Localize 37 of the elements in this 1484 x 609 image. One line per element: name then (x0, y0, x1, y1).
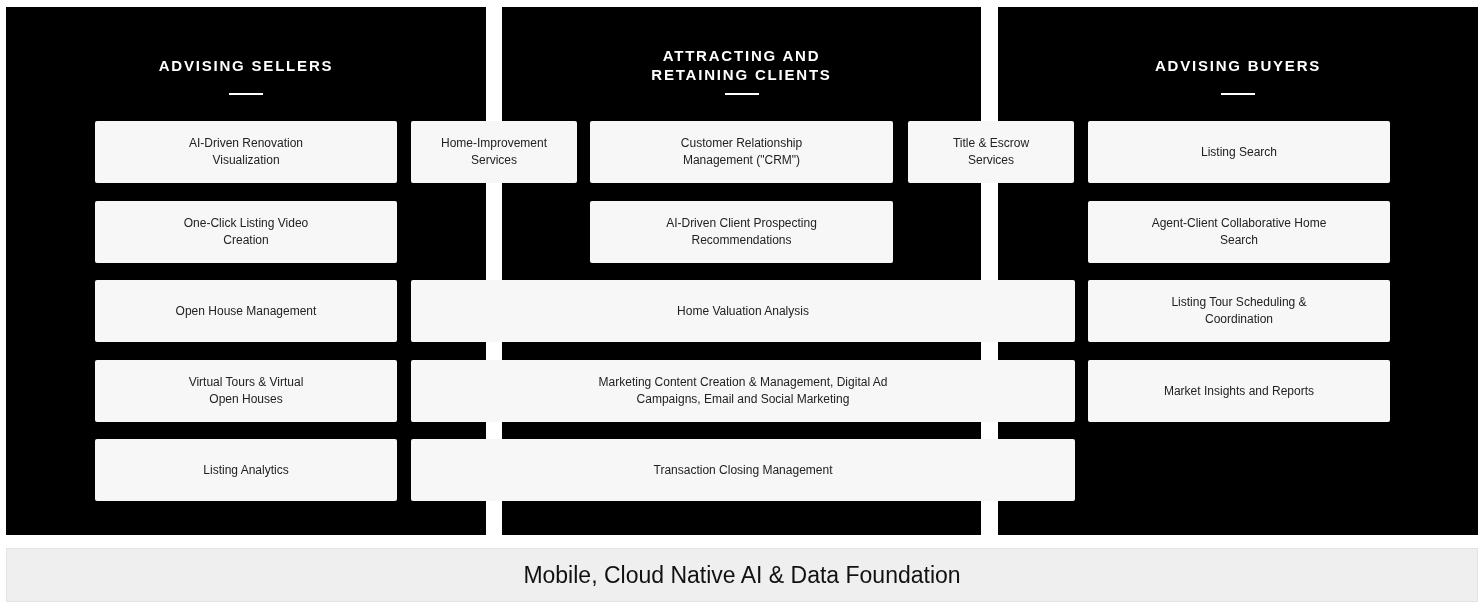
feature-box (590, 121, 893, 183)
feature-box (95, 439, 397, 501)
feature-label: Listing Analytics (203, 461, 289, 479)
foundation-label: Mobile, Cloud Native AI & Data Foundation (523, 560, 961, 590)
feature-label: Transaction Closing Management (653, 461, 833, 479)
feature-label: AI-Driven Client Prospecting Recommendations (665, 215, 818, 249)
panel-heading: ADVISING SELLERS (158, 55, 334, 75)
feature-box (590, 201, 893, 263)
panel-heading: ATTRACTING AND RETAINING CLIENTS (650, 46, 833, 84)
feature-label: Title & Escrow Services (951, 135, 1031, 169)
feature-label: Virtual Tours & Virtual Open Houses (187, 374, 305, 408)
feature-label: Customer Relationship Management ("CRM") (679, 135, 804, 169)
foundation-bar (6, 548, 1478, 602)
feature-label: Market Insights and Reports (1163, 382, 1315, 400)
feature-box (1088, 121, 1390, 183)
feature-label: AI-Driven Renovation Visualization (187, 135, 305, 169)
feature-box (1088, 201, 1390, 263)
feature-box (411, 439, 1075, 501)
feature-box (95, 280, 397, 342)
feature-box (1088, 360, 1390, 422)
feature-box (411, 280, 1075, 342)
feature-label: One-Click Listing Video Creation (182, 215, 310, 249)
feature-box (908, 121, 1074, 183)
feature-label: Agent-Client Collaborative Home Search (1150, 215, 1328, 249)
feature-label: Open House Management (175, 302, 317, 320)
feature-box (95, 360, 397, 422)
feature-box (411, 360, 1075, 422)
feature-box (95, 201, 397, 263)
feature-label: Marketing Content Creation & Management, Digital Ad Campaigns, Email and Social Marketing (597, 374, 889, 408)
feature-box (411, 121, 577, 183)
feature-box (1088, 280, 1390, 342)
panel-heading: ADVISING BUYERS (1154, 55, 1322, 75)
feature-label: Listing Tour Scheduling & Coordination (1170, 294, 1308, 328)
feature-label: Home-Improvement Services (440, 135, 548, 169)
feature-box (95, 121, 397, 183)
feature-label: Home Valuation Analysis (677, 302, 809, 320)
feature-label: Listing Search (1200, 143, 1277, 161)
